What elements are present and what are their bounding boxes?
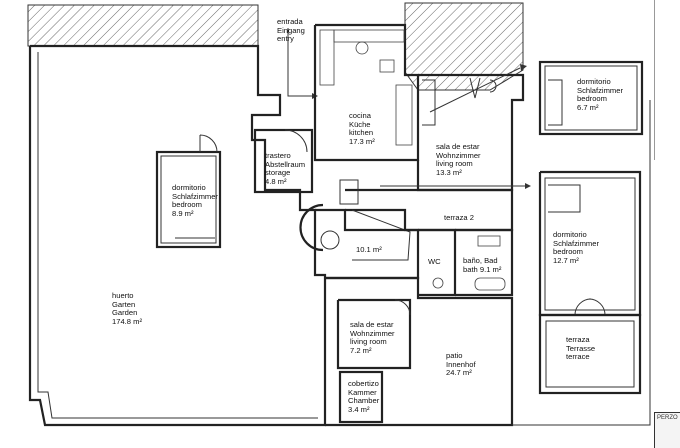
label-kitchen: cocina Küche kitchen 17.3 m² (349, 111, 375, 146)
bedroom-left-walls (155, 150, 222, 249)
kitchen-sink (379, 59, 395, 73)
bedroom-right-stair (548, 184, 581, 213)
courtyard-outer-walls (325, 276, 514, 427)
bedroom-top-right-stair (548, 79, 563, 126)
round-stair (299, 203, 324, 252)
wc-bowl (432, 277, 444, 289)
living-room-window (469, 77, 497, 99)
page-edge (654, 0, 680, 160)
label-bedroom-left: dormitorio Schlafzimmer bedroom 8.9 m² (172, 183, 218, 218)
bedroom-right-inner (544, 177, 636, 311)
bath-tub (474, 277, 506, 291)
bedroom-left-inner (160, 155, 217, 244)
pointer-top-right-head (520, 64, 527, 71)
terrace2-walls (345, 188, 514, 232)
kitchen-counter-left (319, 29, 335, 86)
small-living-door (394, 299, 411, 316)
right-boundary-line (512, 100, 651, 426)
terrace-right-inner (545, 320, 635, 388)
kitchen-appliance (395, 84, 413, 146)
label-terrace-right: terraza Terrasse terrace (566, 335, 596, 362)
small-stair-hall (339, 179, 359, 205)
bedroom-right-door (574, 298, 606, 316)
pointer-right-head (525, 183, 531, 189)
garden-inner-line (37, 52, 318, 419)
hatched-neighbour-right (404, 2, 524, 91)
label-hall: 10.1 m² (356, 245, 382, 254)
label-bath: baño, Bad bath 9.1 m² (463, 256, 502, 274)
kitchen-hob (355, 41, 369, 55)
label-patio: patio Innenhof 24.7 m² (446, 351, 476, 378)
garden-boundary (28, 44, 327, 427)
wc-walls (418, 228, 457, 297)
storage-door (284, 129, 308, 153)
storage-walls (253, 128, 314, 194)
hall-walls (315, 208, 420, 280)
label-entry: entrada Eingang entry (277, 17, 305, 44)
entry-arrow (287, 28, 312, 97)
label-bedroom-right: dormitorio Schlafzimmer bedroom 12.7 m² (553, 230, 599, 265)
small-living-walls (336, 298, 412, 370)
corner-tag: PERZO (654, 412, 680, 448)
kitchen-walls (313, 23, 420, 162)
label-bedroom-top-right: dormitorio Schlafzimmer bedroom 6.7 m² (577, 77, 623, 112)
label-living-room-small: sala de estar Wohnzimmer living room 7.2… (350, 320, 395, 355)
label-chamber: cobertizo Kammer Chamber 3.4 m² (348, 379, 380, 414)
bath-walls (455, 228, 514, 297)
bedroom-left-door (199, 134, 218, 153)
label-terrace-2: terraza 2 (444, 213, 474, 222)
chamber-walls (338, 370, 384, 424)
label-storage: trastero Abstellraum storage 4.8 m² (265, 151, 306, 186)
label-wc: WC (428, 257, 441, 266)
terrace-right-walls (538, 313, 642, 395)
living-room-stair (422, 79, 436, 126)
label-living-room: sala de estar Wohnzimmer living room 13.… (436, 142, 481, 177)
bedroom-top-right-walls (538, 60, 644, 136)
hatched-neighbour-left (27, 4, 259, 47)
bedroom-top-right-inner (544, 65, 638, 131)
kitchen-counter-top (333, 29, 405, 43)
bath-basin (477, 235, 501, 247)
pointer-top-right (429, 67, 521, 113)
hall-stair-diagonal (351, 209, 411, 261)
round-stair-core (320, 230, 340, 250)
label-garden: huerto Garten Garden 174.8 m² (112, 291, 142, 326)
